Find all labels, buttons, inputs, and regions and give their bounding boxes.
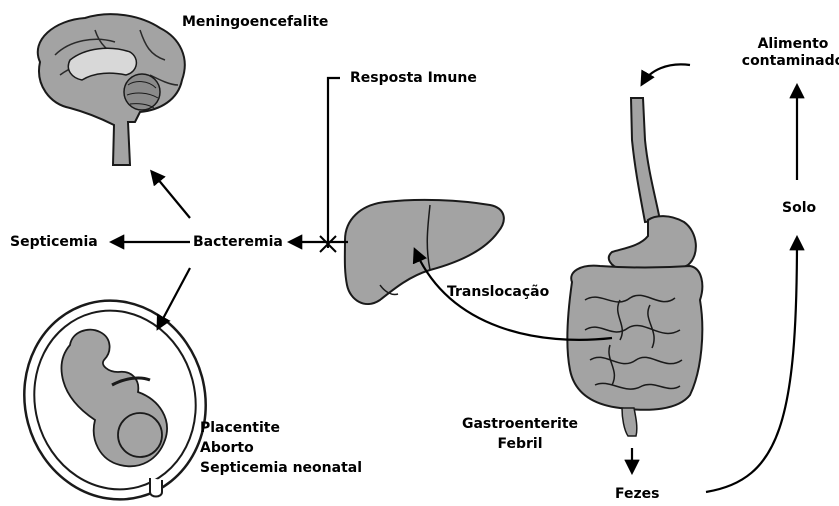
label-resposta-imune: Resposta Imune	[350, 70, 477, 87]
arrow-fezes-to-solo	[706, 238, 797, 492]
label-febril: Febril	[455, 434, 585, 454]
arrow-bacteremia-to-brain	[152, 172, 190, 218]
digestive-tract-icon	[567, 98, 702, 436]
arrow-bacteremia-to-uterus	[158, 268, 190, 328]
brain-icon	[38, 14, 185, 165]
label-septicemia-neonatal: Septicemia neonatal	[200, 458, 362, 478]
label-translocacao: Translocação	[447, 284, 549, 301]
label-alimento: Alimento	[738, 36, 839, 53]
label-fezes: Fezes	[615, 486, 659, 503]
label-solo: Solo	[782, 200, 816, 217]
label-gastroenterite: Gastroenterite	[455, 414, 585, 434]
label-placenta-group: Placentite Aborto Septicemia neonatal	[200, 418, 362, 478]
arrow-food-to-esophagus	[642, 64, 690, 84]
label-alimento-contaminado: Alimento contaminado	[738, 36, 839, 70]
label-bacteremia: Bacteremia	[193, 234, 283, 251]
label-aborto: Aborto	[200, 438, 362, 458]
uterus-fetus-icon	[2, 280, 228, 506]
label-septicemia: Septicemia	[10, 234, 98, 251]
label-meningoencefalite: Meningoencefalite	[182, 14, 328, 31]
label-placentite: Placentite	[200, 418, 362, 438]
label-gastroenterite-group: Gastroenterite Febril	[455, 414, 585, 454]
immune-response-line	[328, 78, 340, 248]
label-contaminado: contaminado	[738, 53, 839, 70]
